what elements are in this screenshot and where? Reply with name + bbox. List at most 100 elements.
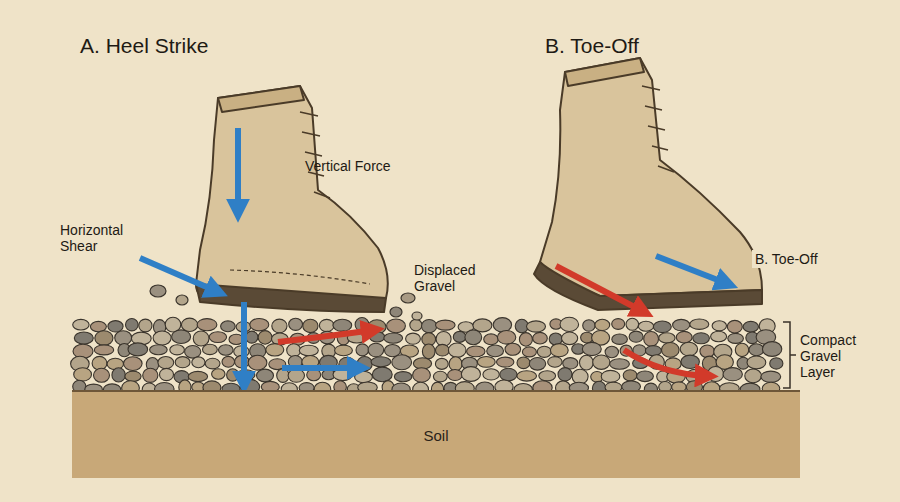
region-label: Soil xyxy=(423,427,448,444)
gravel-stone xyxy=(453,331,466,342)
gravel-stone xyxy=(749,344,764,356)
gravel-stone xyxy=(246,331,258,343)
gravel-stone xyxy=(203,344,218,354)
gravel-stone xyxy=(319,319,334,331)
gravel-stone xyxy=(595,319,610,330)
gravel-stone xyxy=(483,369,499,380)
gravel-stone xyxy=(645,346,661,356)
gravel-stone xyxy=(124,357,143,371)
gravel-stone xyxy=(257,369,274,382)
layer-label: Compact Gravel Layer xyxy=(800,332,878,380)
gravel-stone xyxy=(181,318,197,331)
gravel-stone xyxy=(289,318,303,330)
gravel-stone xyxy=(659,333,675,343)
gravel-stone xyxy=(266,344,284,356)
gravel-stone xyxy=(153,331,171,345)
panel-title: B. Toe-Off xyxy=(545,34,639,58)
gravel-stone xyxy=(747,356,766,369)
gravel-stone xyxy=(461,367,480,382)
callout-label: Displaced Gravel xyxy=(414,262,486,294)
gravel-stone xyxy=(745,369,762,383)
gravel-stone xyxy=(258,331,272,345)
gravel-stone xyxy=(629,331,643,342)
gravel-stone xyxy=(222,356,235,367)
gravel-stone xyxy=(580,355,594,370)
gravel-stone xyxy=(497,331,515,345)
gravel-stone xyxy=(368,343,384,357)
gravel-stone xyxy=(384,333,403,343)
gravel-stone xyxy=(170,345,185,355)
gravel-stone xyxy=(356,344,369,356)
gravel-stone xyxy=(558,368,572,381)
gravel-stone xyxy=(303,319,318,332)
soil-band: Soil xyxy=(72,390,800,478)
gravel-layer xyxy=(71,317,783,396)
gravel-stone xyxy=(74,368,92,381)
gravel-stone xyxy=(126,319,139,331)
gravel-stone xyxy=(637,371,654,382)
gravel-stone xyxy=(125,371,141,381)
gravel-stone xyxy=(372,367,392,382)
gravel-stone xyxy=(708,367,724,382)
gravel-stone xyxy=(548,357,562,368)
gravel-stone xyxy=(449,357,462,371)
gravel-stone xyxy=(115,331,132,345)
gravel-stone xyxy=(371,357,391,367)
gravel-stone xyxy=(522,347,536,357)
gravel-stone xyxy=(435,358,448,369)
force-label: Horizontal Shear xyxy=(60,222,140,254)
gravel-stone xyxy=(644,332,659,347)
gravel-stone xyxy=(333,319,352,331)
gravel-stone xyxy=(610,359,630,369)
gravel-stone xyxy=(185,346,201,359)
gravel-stone xyxy=(735,343,748,356)
gravel-stone xyxy=(500,368,517,381)
gravel-stone xyxy=(560,317,579,331)
gravel-stone xyxy=(700,345,715,358)
gravel-stone xyxy=(681,355,699,368)
loose-gravel xyxy=(150,285,422,320)
gravel-stone xyxy=(693,333,710,344)
force-label: Vertical Force xyxy=(305,158,391,174)
gravel-stone xyxy=(676,331,692,343)
gravel-stone xyxy=(95,331,113,346)
gravel-stone xyxy=(150,345,168,355)
gravel-stone xyxy=(387,319,406,333)
gravel-stone xyxy=(527,321,546,332)
gravel-stone xyxy=(582,342,601,355)
gravel-stone xyxy=(690,319,709,329)
gravel-stone xyxy=(680,342,697,356)
gravel-stone xyxy=(406,333,421,344)
gravel-stone xyxy=(448,370,463,381)
gravel-stone xyxy=(90,321,106,331)
gravel-stone xyxy=(727,320,742,333)
gravel-stone xyxy=(562,332,578,345)
gravel-stone xyxy=(197,319,217,331)
gravel-stone xyxy=(487,345,504,357)
gravel-stone xyxy=(73,319,89,330)
gravel-stone xyxy=(193,331,209,346)
gravel-stone xyxy=(248,355,267,370)
gravel-stone xyxy=(484,334,499,345)
gravel-stone xyxy=(108,321,123,332)
gravel-stone xyxy=(413,368,431,383)
gravel-stone xyxy=(394,372,411,382)
gravel-stone xyxy=(550,344,568,357)
gravel-stone xyxy=(448,343,466,357)
gravel-stone xyxy=(175,357,190,368)
gravel-stone xyxy=(533,332,548,344)
gravel-stone xyxy=(94,368,110,382)
gravel-stone xyxy=(517,371,537,381)
panel-title: A. Heel Strike xyxy=(80,34,208,58)
gravel-stone xyxy=(143,368,158,382)
gravel-stone xyxy=(219,345,234,356)
gravel-stone xyxy=(723,368,742,381)
gravel-stone xyxy=(612,319,625,330)
gravel-stone xyxy=(158,357,174,369)
gravel-stone xyxy=(477,357,495,368)
gravel-stone xyxy=(517,357,530,369)
gravel-stone xyxy=(612,334,628,344)
boot-heel-strike xyxy=(196,86,388,312)
gravel-stone xyxy=(74,332,93,344)
